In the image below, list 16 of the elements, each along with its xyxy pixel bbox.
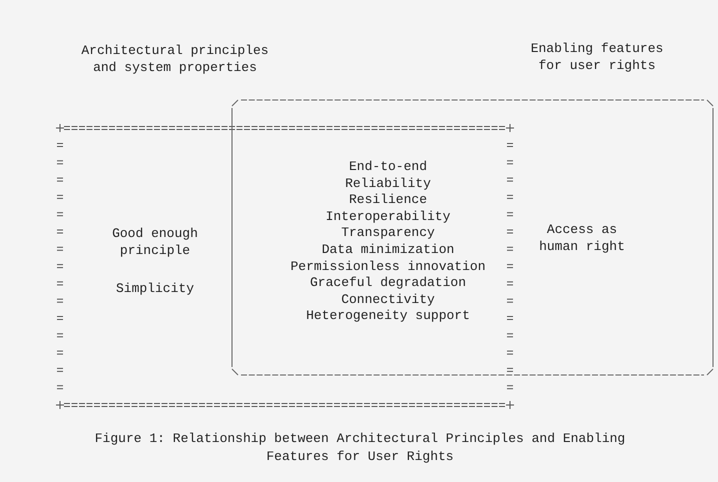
property-text: Data minimization <box>320 242 456 259</box>
property-text: Interoperability <box>324 208 452 226</box>
property-text: Transparency <box>340 225 436 242</box>
principle-text: Good enough principle <box>111 225 199 259</box>
heading-text: Architectural principles and system properties <box>80 42 270 76</box>
property-text: Resilience <box>348 192 428 209</box>
feature-text: Access as human right <box>538 221 626 255</box>
property-text: Heterogeneity support <box>305 308 471 325</box>
property-text: Permissionless innovation <box>289 258 487 276</box>
property-text: Graceful degradation <box>308 275 468 292</box>
property-text: Reliability <box>344 176 432 192</box>
property-text: End-to-end <box>348 159 428 176</box>
heading-text: Enabling features for user rights <box>530 40 664 74</box>
property-text: Connectivity <box>340 292 436 308</box>
principle-text: Simplicity <box>114 280 195 297</box>
figure-caption: Figure 1: Relationship between Architectural Principles and Enabling Features for User Rights <box>94 430 626 466</box>
